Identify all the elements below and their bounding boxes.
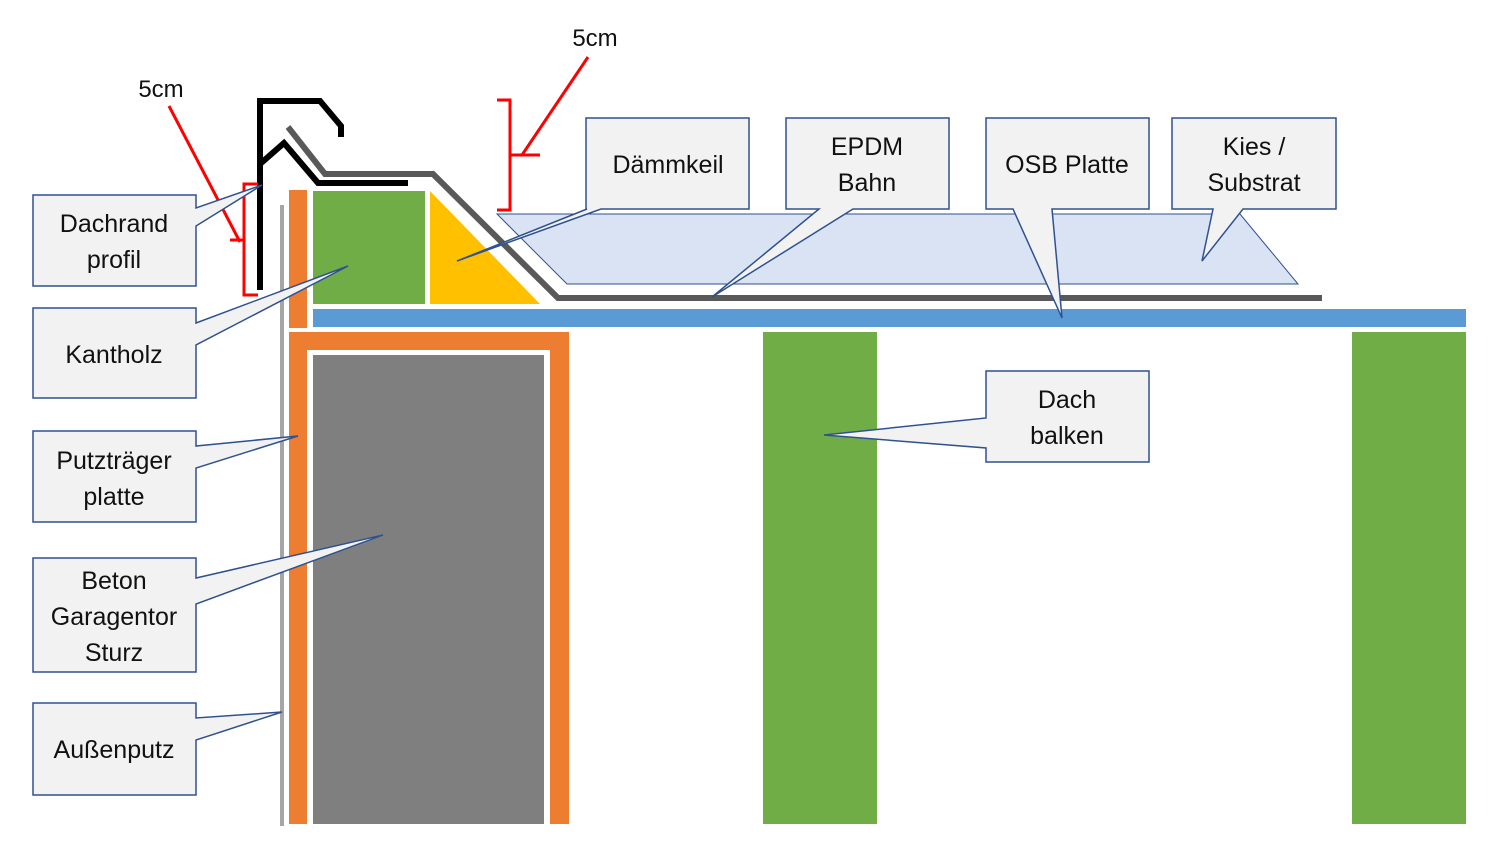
callout-osb: OSB Platte	[985, 117, 1150, 319]
callout-aussenputz-line-1: Außenputz	[54, 736, 175, 764]
callout-dachrand-line-1: Dachrand	[60, 210, 168, 238]
epdm-membrane	[285, 125, 1322, 301]
putztraeger-upper	[289, 190, 307, 328]
dimension-leader-top	[520, 56, 590, 156]
callout-beton: Beton Garagentor Sturz	[32, 534, 384, 673]
callout-kies: Kies / Substrat	[1171, 117, 1337, 262]
callout-epdm: EPDM Bahn	[711, 117, 950, 298]
callout-epdm-line-1: EPDM	[831, 133, 903, 161]
dachrand-profile-drip	[258, 138, 408, 186]
callout-kies-line-1: Kies /	[1223, 133, 1286, 161]
callout-beton-line-2: Garagentor	[51, 603, 177, 631]
callout-dachrand: Dachrand profil	[32, 184, 263, 287]
callout-dachrand-line-2: profil	[87, 246, 141, 274]
daemmkeil-wedge	[430, 191, 540, 304]
callout-daemmkeil: Dämmkeil	[456, 117, 750, 262]
kantholz-block	[313, 191, 425, 304]
roof-beam-2	[1352, 332, 1466, 824]
callout-epdm-line-2: Bahn	[838, 169, 896, 197]
callout-putztraeger-line-1: Putzträger	[56, 447, 171, 475]
dimension-label-top: 5cm	[572, 25, 617, 52]
dimension-label-left: 5cm	[138, 76, 183, 103]
dimension-bracket-top	[497, 98, 540, 212]
callout-kantholz: Kantholz	[32, 265, 349, 399]
dimension-leader-left	[167, 105, 242, 243]
callout-putztraeger-line-2: platte	[83, 483, 144, 511]
callout-kies-line-2: Substrat	[1207, 169, 1300, 197]
callout-aussenputz: Außenputz	[32, 702, 283, 796]
callout-daemmkeil-line-1: Dämmkeil	[612, 151, 723, 179]
callout-dachbalken-line-1: Dach	[1038, 386, 1096, 414]
callout-dachbalken: Dach balken	[823, 370, 1150, 463]
roof-beam-1	[763, 332, 877, 824]
callout-putztraeger: Putzträger platte	[32, 430, 299, 523]
gravel-layer	[495, 213, 1300, 285]
callout-osb-line-1: OSB Platte	[1005, 151, 1129, 179]
osb-board	[313, 309, 1466, 327]
callout-kantholz-line-1: Kantholz	[65, 341, 162, 369]
callout-dachbalken-line-2: balken	[1030, 422, 1104, 450]
concrete-lintel	[313, 355, 544, 824]
callout-beton-line-3: Sturz	[85, 639, 143, 667]
dimension-bracket-left	[230, 182, 258, 297]
callout-beton-line-1: Beton	[81, 567, 146, 595]
